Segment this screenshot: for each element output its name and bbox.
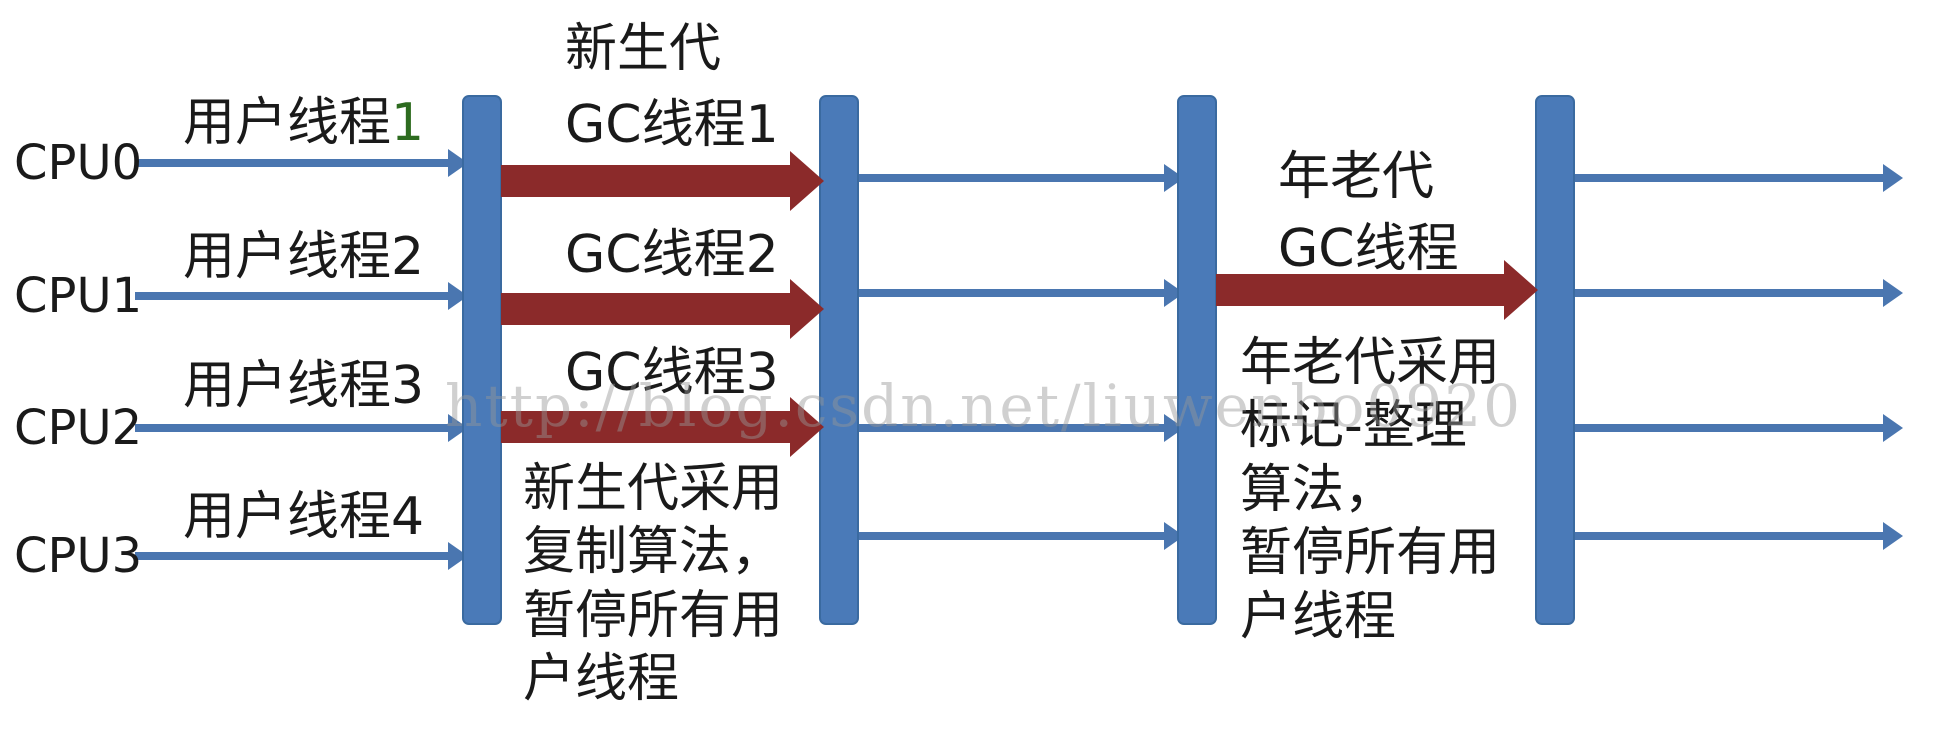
old-gen-note: 年老代采用 标记-整理 算法， 暂停所有用 户线程 (1240, 333, 1501, 647)
young-gen-note: 新生代采用 复制算法， 暂停所有用 户线程 (523, 459, 784, 710)
safepoint-bar (819, 95, 859, 625)
thread-arrow-head (1164, 414, 1184, 442)
thread-arrow-head (1164, 164, 1184, 192)
thread-arrow-shaft (1572, 532, 1887, 540)
user-thread-label: 用户线程4 (183, 487, 425, 547)
young-gen-title: 新生代 (565, 19, 722, 79)
thread-arrow-shaft (135, 552, 452, 560)
thread-arrow-head (448, 542, 468, 570)
safepoint-bar (462, 95, 502, 625)
gc-thread-arrow (501, 279, 824, 339)
thread-arrow-shaft (135, 159, 452, 167)
thread-arrow-head (1164, 279, 1184, 307)
thread-arrow-head (1883, 522, 1903, 550)
thread-arrow-shaft (1572, 174, 1887, 182)
thread-arrow-shaft (855, 174, 1168, 182)
thread-arrow-shaft (1572, 289, 1887, 297)
watermark: http://blog.csdn.net/liuwenbo0920 (445, 372, 1523, 440)
thread-arrow-head (448, 414, 468, 442)
thread-arrow-head (1883, 279, 1903, 307)
gc-thread-label: GC线程2 (565, 225, 779, 285)
gc-thread-arrow (501, 151, 824, 211)
old-gen-title: 年老代 (1278, 147, 1435, 207)
thread-arrow-shaft (1572, 424, 1887, 432)
thread-arrow-shaft (855, 532, 1168, 540)
thread-arrow-shaft (135, 292, 452, 300)
gc-thread-arrow (1216, 260, 1538, 320)
thread-arrow-shaft (135, 424, 452, 432)
user-thread-label: 用户线程2 (183, 227, 425, 287)
thread-arrow-shaft (855, 289, 1168, 297)
cpu-label: CPU2 (14, 400, 143, 456)
thread-arrow-head (448, 149, 468, 177)
user-thread-label: 用户线程1 (183, 93, 425, 153)
thread-arrow-head (1164, 522, 1184, 550)
old-gen-gc-thread-label: GC线程 (1278, 219, 1459, 279)
thread-arrow-head (1883, 414, 1903, 442)
thread-arrow-head (1883, 164, 1903, 192)
gc-thread-arrow (501, 397, 824, 457)
thread-arrow-head (448, 282, 468, 310)
gc-thread-label: GC线程3 (565, 343, 779, 403)
cpu-label: CPU0 (14, 135, 143, 191)
cpu-label: CPU1 (14, 268, 143, 324)
gc-thread-label: GC线程1 (565, 95, 779, 155)
user-thread-label: 用户线程3 (183, 356, 425, 416)
thread-arrow-shaft (855, 424, 1168, 432)
safepoint-bar (1177, 95, 1217, 625)
safepoint-bar (1535, 95, 1575, 625)
cpu-label: CPU3 (14, 528, 143, 584)
